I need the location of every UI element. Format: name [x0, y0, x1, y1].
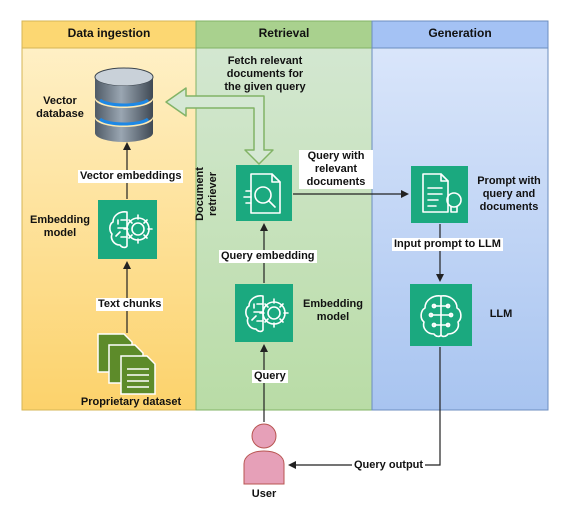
- edge-label-text-chunks: Text chunks: [96, 298, 164, 311]
- edge-label-query-embedding: Query embedding: [219, 250, 317, 263]
- edge-label-fetch: Fetch relevant documents for the given q…: [224, 55, 306, 93]
- proprietary-dataset-label: Proprietary dataset: [80, 396, 182, 408]
- document-search-icon: [236, 165, 292, 221]
- vector-database-label: Vector database: [36, 95, 84, 120]
- edge-label-query-output: Query output: [352, 459, 426, 472]
- edge-label-input-prompt: Input prompt to LLM: [392, 238, 503, 251]
- edge-label-query: Query: [252, 370, 288, 383]
- brain-gear-icon-mid: [235, 284, 293, 342]
- brain-circuit-icon: [410, 284, 472, 346]
- document-retriever-label: Document retriever: [194, 167, 219, 221]
- header-retrieval: [195, 20, 373, 49]
- header-generation: [371, 20, 549, 49]
- edge-label-query-with-docs: Query with relevant documents: [299, 150, 373, 189]
- embedding-model-mid-label: Embedding model: [303, 298, 363, 323]
- embedding-model-left-label: Embedding model: [30, 214, 90, 239]
- brain-gear-icon-left: [98, 200, 157, 259]
- user-label: User: [251, 488, 277, 500]
- documents-stack-icon: [97, 333, 156, 395]
- edge-label-vector-embeddings: Vector embeddings: [78, 170, 184, 183]
- user-icon: [243, 423, 285, 485]
- header-data-ingestion-label: Data ingestion: [67, 26, 151, 40]
- document-lightbulb-icon: [411, 166, 468, 223]
- header-generation-label: Generation: [428, 26, 492, 40]
- header-retrieval-label: Retrieval: [258, 26, 310, 40]
- database-icon: [94, 67, 154, 142]
- llm-label: LLM: [489, 308, 513, 320]
- prompt-label: Prompt with query and documents: [477, 175, 541, 213]
- edge-fetch-documents: [165, 87, 274, 165]
- edge-query-output: [288, 347, 441, 469]
